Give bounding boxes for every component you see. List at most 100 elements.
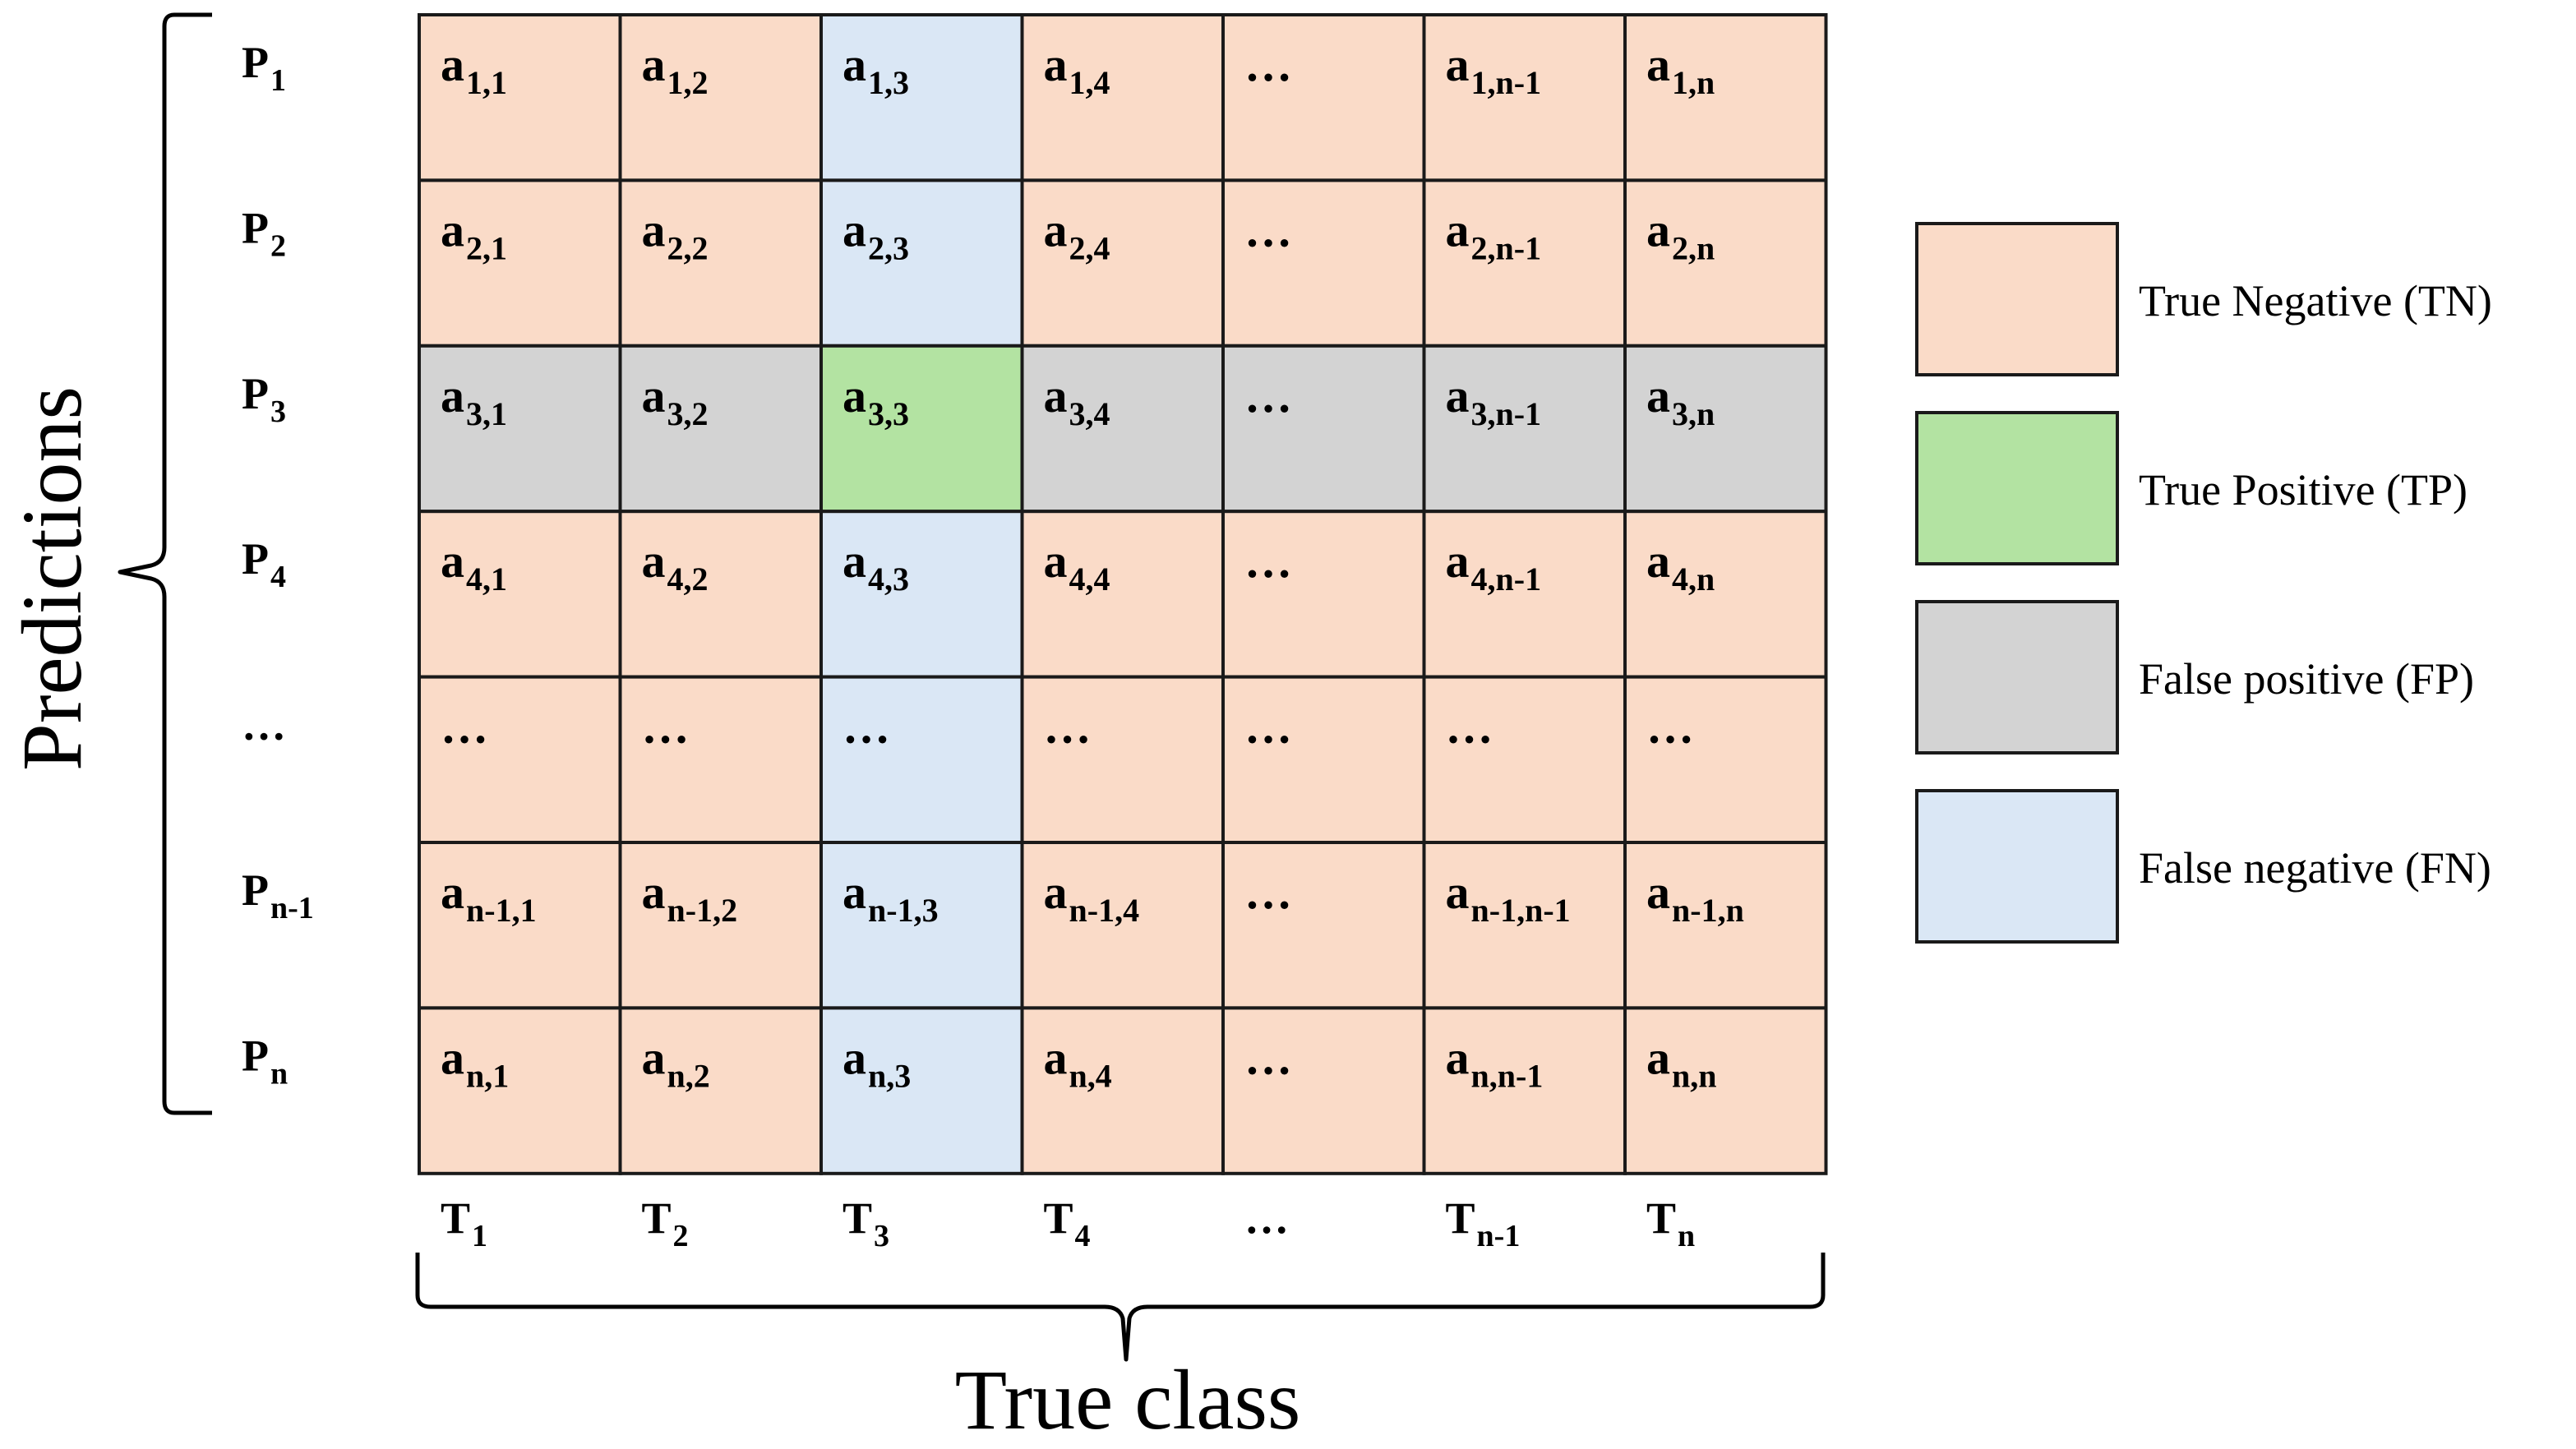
legend-label: False negative (FN) bbox=[2139, 843, 2491, 893]
matrix-cell-label: a4,n-1 bbox=[1446, 534, 1542, 598]
matrix-cell bbox=[1020, 13, 1225, 182]
row-label: … bbox=[242, 700, 286, 750]
matrix-cell-label: a4,2 bbox=[642, 534, 709, 598]
matrix-cell-label: … bbox=[1244, 38, 1292, 91]
column-label-subscript: n bbox=[1678, 1219, 1695, 1253]
matrix-cell-label: a4,n bbox=[1646, 534, 1715, 598]
matrix-cell-label: an,1 bbox=[441, 1031, 509, 1094]
matrix-cell-label: an-1,2 bbox=[642, 865, 738, 929]
matrix-cell-label-base: a bbox=[642, 369, 666, 422]
matrix-cell-label-base: a bbox=[441, 369, 464, 422]
matrix-cell-label: … bbox=[441, 700, 488, 754]
matrix-cell-label-base: a bbox=[1044, 1031, 1068, 1084]
matrix-cell bbox=[418, 841, 622, 1010]
matrix-cell-label-subscript: 1,3 bbox=[868, 64, 909, 101]
predictions-brace bbox=[118, 12, 212, 1115]
legend: True Negative (TN)True Positive (TP)Fals… bbox=[1915, 222, 2492, 944]
row-label-base: … bbox=[242, 700, 286, 750]
matrix-cell-label-base: a bbox=[1446, 1031, 1470, 1084]
matrix-cell-label-base: a bbox=[441, 534, 464, 588]
matrix-cell bbox=[418, 13, 622, 182]
matrix-cell-label-base: a bbox=[1646, 1031, 1670, 1084]
matrix-cell-label: an-1,3 bbox=[843, 865, 939, 929]
row-label-base: P bbox=[242, 38, 269, 87]
true-class-brace bbox=[415, 1253, 1826, 1362]
matrix-cell-label-subscript: 1,4 bbox=[1069, 64, 1110, 101]
matrix-cell-label-base: … bbox=[1244, 38, 1292, 91]
matrix-cell-label-subscript: 2,n-1 bbox=[1471, 229, 1542, 266]
matrix-cell-label-base: … bbox=[1646, 700, 1694, 754]
matrix-cell-label-base: a bbox=[1646, 865, 1670, 919]
matrix-cell-label-subscript: 1,2 bbox=[667, 64, 709, 101]
matrix-cell-label-base: a bbox=[441, 38, 464, 91]
matrix-cell bbox=[819, 510, 1024, 679]
matrix-cell-label: a2,n-1 bbox=[1446, 203, 1542, 266]
matrix-cell-label: an-1,n bbox=[1646, 865, 1744, 929]
matrix-cell-label: a3,3 bbox=[843, 369, 909, 432]
matrix-cell-label: an,n bbox=[1646, 1031, 1717, 1094]
column-label-subscript: n-1 bbox=[1477, 1219, 1521, 1253]
matrix-cell-label: … bbox=[1244, 700, 1292, 754]
matrix-cell-label-base: … bbox=[1244, 203, 1292, 256]
row-label-base: P bbox=[242, 369, 269, 418]
column-label-base: T bbox=[441, 1193, 470, 1243]
row-label-subscript: 4 bbox=[270, 560, 286, 594]
matrix-cell-label: an,2 bbox=[642, 1031, 710, 1094]
matrix-cell-label: … bbox=[843, 700, 890, 754]
matrix-cell-label-base: a bbox=[1646, 38, 1670, 91]
matrix-cell bbox=[1221, 510, 1426, 679]
column-label: Tn bbox=[1646, 1193, 1695, 1253]
matrix-cell-label-subscript: 2,1 bbox=[466, 229, 507, 266]
matrix-cell-label-subscript: n-1,1 bbox=[466, 892, 537, 929]
matrix-cell-label-base: a bbox=[843, 534, 866, 588]
column-label: T3 bbox=[843, 1193, 889, 1253]
matrix-cell bbox=[1422, 841, 1627, 1010]
matrix-cell-label-base: a bbox=[441, 1031, 464, 1084]
matrix-cell bbox=[1422, 13, 1627, 182]
matrix-cell bbox=[1020, 178, 1225, 348]
matrix-cell bbox=[418, 178, 622, 348]
matrix-cell bbox=[819, 1006, 1024, 1175]
matrix-cell-label-base: a bbox=[642, 38, 666, 91]
column-label-base: T bbox=[642, 1193, 672, 1243]
matrix-cell bbox=[1422, 344, 1627, 514]
matrix-cell-label-base: a bbox=[1446, 38, 1470, 91]
predictions-axis-title: Predictions bbox=[5, 386, 99, 771]
matrix-cell-label: … bbox=[1244, 1031, 1292, 1084]
matrix-cell-label-base: a bbox=[1044, 38, 1068, 91]
matrix-cell-label: a1,n bbox=[1646, 38, 1715, 101]
matrix-cell-label: … bbox=[1244, 203, 1292, 256]
matrix-cell bbox=[1623, 510, 1828, 679]
column-label-subscript: 3 bbox=[874, 1219, 889, 1253]
legend-swatch bbox=[1915, 600, 2119, 754]
matrix-cell-label-base: a bbox=[642, 534, 666, 588]
matrix-cell-label-subscript: n-1,3 bbox=[868, 892, 939, 929]
matrix-cell bbox=[1623, 1006, 1828, 1175]
legend-label: True Positive (TP) bbox=[2139, 465, 2468, 515]
matrix-cell-label-subscript: n,3 bbox=[868, 1057, 911, 1094]
matrix-cell-label: a1,n-1 bbox=[1446, 38, 1542, 101]
matrix-cell-label: a2,1 bbox=[441, 203, 507, 266]
matrix-cell bbox=[1623, 675, 1828, 844]
legend-swatch bbox=[1915, 222, 2119, 376]
matrix-cell-label-base: a bbox=[642, 1031, 666, 1084]
matrix-cell-label-base: a bbox=[843, 203, 866, 256]
matrix-cell-label-subscript: 2,n bbox=[1672, 229, 1715, 266]
row-label-subscript: 2 bbox=[270, 228, 286, 263]
matrix-cell-label-subscript: 4,3 bbox=[868, 561, 909, 598]
row-label: P3 bbox=[242, 369, 286, 429]
matrix-cell-label: an,3 bbox=[843, 1031, 911, 1094]
matrix-cell bbox=[819, 178, 1024, 348]
matrix-cell-label-subscript: n,4 bbox=[1069, 1057, 1112, 1094]
matrix-cell bbox=[1422, 1006, 1627, 1175]
matrix-cell-label: … bbox=[1244, 534, 1292, 588]
matrix-cell-label: … bbox=[1244, 865, 1292, 919]
matrix-cell-label: a2,4 bbox=[1044, 203, 1110, 266]
matrix-cell-label-base: … bbox=[843, 700, 890, 754]
column-label: T2 bbox=[642, 1193, 689, 1253]
matrix-cell bbox=[1020, 841, 1225, 1010]
matrix-cell-label-subscript: 2,2 bbox=[667, 229, 709, 266]
matrix-cell-label-subscript: 3,n-1 bbox=[1471, 395, 1542, 432]
